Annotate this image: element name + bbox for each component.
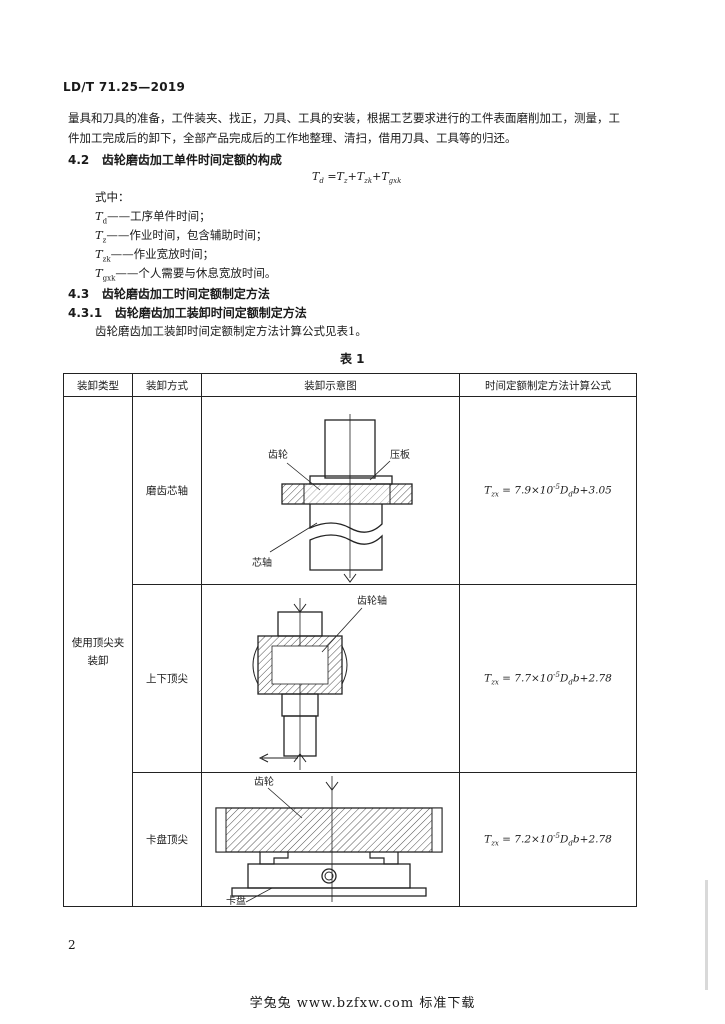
table-row: 使用顶尖夹 装卸 磨齿芯轴: [63, 396, 637, 907]
definition-text: ——工序单件时间；: [107, 209, 211, 223]
section-4-3-1-heading: 4.3.1 齿轮磨齿加工装卸时间定额制定方法: [68, 304, 307, 321]
centers-diagram: 齿轮轴: [252, 594, 387, 770]
section-title: 齿轮磨齿加工单件时间定额的构成: [101, 153, 282, 167]
footer-watermark: 学兔兔 www.bzfxw.com 标准下载: [249, 996, 476, 1011]
table-row: 卡盘顶尖 齿轮: [64, 772, 637, 907]
section-title: 齿轮磨齿加工时间定额制定方法: [101, 287, 270, 301]
mount-type-line: 使用顶尖夹: [71, 636, 125, 649]
mount-type-line: 装卸: [87, 654, 109, 667]
diagram-cell: 齿轮 卡盘: [201, 772, 460, 907]
mount-method-cell: 磨齿芯轴: [132, 396, 202, 585]
table-caption: 表 1: [340, 352, 365, 366]
formula-cell: Tzx = 7.2×10-5Ddb+2.78: [459, 772, 637, 907]
table-header-cell: 装卸类型: [63, 373, 133, 397]
table-header-cell: 装卸示意图: [201, 373, 460, 397]
main-formula: Td =Tz+Tzk+Tgxk: [312, 170, 402, 186]
label-plate: 压板: [390, 448, 410, 461]
mandrel-diagram: 齿轮 压板 芯轴: [252, 413, 413, 583]
definition-tz: Tz——作业时间，包含辅助时间；: [95, 228, 268, 245]
section-4-3-1-text: 齿轮磨齿加工装卸时间定额制定方法计算公式见表1。: [95, 324, 367, 338]
where-label: 式中：: [95, 190, 130, 204]
table-row: 上下顶尖: [64, 584, 637, 773]
section-title: 齿轮磨齿加工装卸时间定额制定方法: [114, 306, 307, 320]
definition-text: ——作业时间，包含辅助时间；: [106, 228, 268, 242]
section-number: 4.3.1: [68, 306, 103, 320]
diagram-cell: 齿轮轴: [201, 584, 460, 773]
definition-text: ——作业宽放时间；: [110, 247, 215, 261]
label-gear: 齿轮: [254, 775, 274, 788]
label-mandrel: 芯轴: [252, 556, 272, 569]
label-gear-shaft: 齿轮轴: [357, 594, 387, 607]
label-gear: 齿轮: [268, 448, 288, 461]
chuck-diagram: 齿轮 卡盘: [215, 775, 443, 906]
mount-method-cell: 上下顶尖: [132, 584, 202, 773]
intro-line-2: 件加工完成后的卸下，全部产品完成后的工作地整理、清扫，借用刀具、工具等的归还。: [68, 131, 517, 145]
scan-edge-line: [705, 880, 708, 990]
formula-cell: Tzx = 7.7×10-5Ddb+2.78: [459, 584, 637, 773]
diagram-cell: 齿轮 压板 芯轴: [201, 396, 460, 585]
mount-type-cell: 使用顶尖夹 装卸: [63, 396, 133, 907]
table-header-cell: 装卸方式: [132, 373, 202, 397]
definition-tzk: Tzk——作业宽放时间；: [95, 247, 215, 264]
table-1: 装卸类型 装卸方式 装卸示意图 时间定额制定方法计算公式 使用顶尖夹 装卸 磨齿…: [63, 373, 637, 907]
document-header: LD/T 71.25—2019: [63, 80, 186, 94]
page-number: 2: [68, 938, 76, 952]
section-number: 4.2: [68, 153, 90, 167]
definition-text: ——个人需要与休息宽放时间。: [115, 266, 277, 280]
section-4-2-heading: 4.2 齿轮磨齿加工单件时间定额的构成: [68, 151, 282, 168]
table-header-row: 装卸类型 装卸方式 装卸示意图 时间定额制定方法计算公式: [63, 373, 637, 397]
label-chuck: 卡盘: [226, 894, 246, 906]
definition-tgxk: Tgxk——个人需要与休息宽放时间。: [95, 266, 277, 283]
intro-line-1: 量具和刀具的准备，工件装夹、找正，刀具、工具的安装，根据工艺要求进行的工件表面磨…: [68, 111, 620, 125]
section-number: 4.3: [68, 287, 90, 301]
table-header-cell: 时间定额制定方法计算公式: [459, 373, 637, 397]
definition-td: Td——工序单件时间；: [95, 209, 211, 226]
section-4-3-heading: 4.3 齿轮磨齿加工时间定额制定方法: [68, 285, 270, 302]
mount-method-cell: 卡盘顶尖: [132, 772, 202, 907]
formula-cell: Tzx = 7.9×10-5Ddb+3.05: [459, 396, 637, 585]
